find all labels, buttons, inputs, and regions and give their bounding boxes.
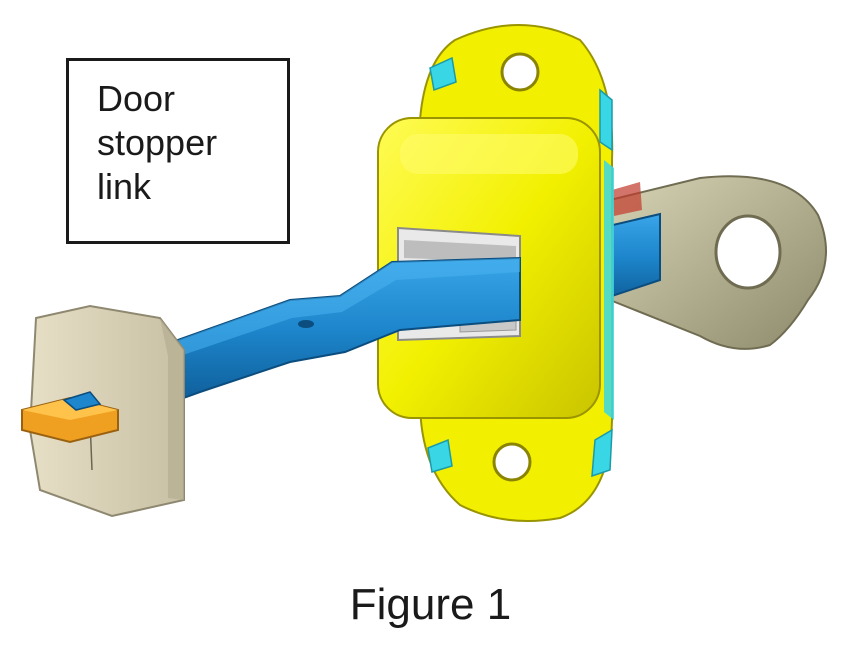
stop-pin	[21, 391, 119, 444]
rear-bracket	[609, 175, 827, 350]
part-label-text: Door stopper link	[97, 78, 218, 207]
bracket-hole	[714, 214, 782, 290]
part-label-box: Door stopper link	[66, 58, 290, 244]
arm-rivet	[298, 320, 314, 328]
flange-bottom-hole	[492, 442, 532, 482]
flange-top-hole	[500, 52, 540, 92]
stopper-arm	[177, 256, 521, 402]
figure-caption: Figure 1	[349, 580, 512, 629]
